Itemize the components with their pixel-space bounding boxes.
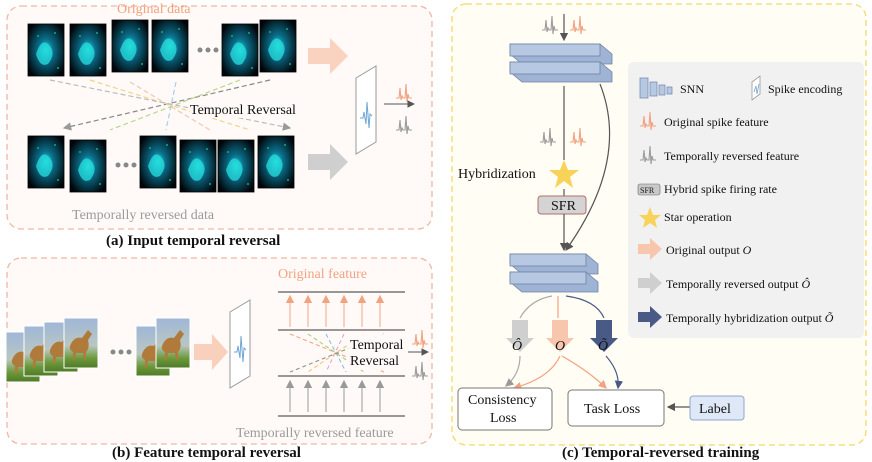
consistency-loss-label-2: Loss — [490, 411, 516, 426]
event-frame-icon — [151, 19, 189, 73]
task-loss-box — [567, 389, 665, 427]
caption-c: (c) Temporal-reversed training — [562, 445, 760, 461]
output-hat-label: Ô — [512, 337, 522, 354]
legend-original-output-symbol: O — [743, 243, 752, 257]
legend-reversed-output-text: Temporally reversed output — [666, 277, 801, 291]
original-feature-arrows — [285, 294, 385, 327]
label-box — [689, 395, 745, 421]
panel-c: Hybridization SFR Ô O Õ Consistency L — [451, 3, 867, 446]
image-input-arrow — [194, 334, 228, 370]
event-frame-icon — [69, 23, 107, 77]
spike-encoding-icon — [751, 75, 761, 101]
spike-encoding-icon — [229, 299, 251, 389]
legend-star-operation: Star operation — [664, 210, 732, 224]
legend-hybrid-rate: Hybrid spike firing rate — [664, 182, 777, 196]
task-loss-label: Task Loss — [584, 402, 640, 417]
original-data-title: Original data — [117, 2, 191, 17]
output-tilde-label: Õ — [598, 337, 608, 354]
caption-a: (a) Input temporal reversal — [106, 233, 280, 249]
snn-block-icon — [639, 77, 673, 99]
legend-original-output-text: Original output — [666, 243, 743, 257]
reversed-frames — [27, 135, 295, 193]
spike-encoding-icon — [355, 65, 377, 155]
event-frame-icon — [217, 139, 255, 193]
sfr-box — [537, 195, 587, 215]
event-frame-icon — [139, 135, 177, 189]
original-output-icon — [638, 238, 662, 260]
reversed-feature-arrows — [285, 379, 385, 412]
original-feature-title: Original feature — [278, 267, 367, 282]
event-frame-icon — [111, 19, 149, 73]
event-frame-icon — [221, 23, 259, 77]
sfr-badge — [637, 183, 661, 196]
horse-frames — [5, 317, 191, 383]
reversed-output-arrow — [506, 320, 534, 352]
legend-reversed-output: Temporally reversed output Ô — [666, 277, 810, 291]
original-frames — [27, 19, 297, 77]
horse-image-icon — [155, 317, 191, 369]
star-icon — [549, 160, 579, 188]
panel-a: Original data Temporal Reversal — [6, 2, 433, 230]
legend-reversed-feature: Temporally reversed feature — [664, 149, 799, 163]
event-frame-icon — [69, 139, 107, 193]
snn-block-bottom — [509, 253, 599, 293]
reversed-data-title: Temporally reversed data — [72, 208, 215, 223]
label-text: Label — [699, 402, 731, 417]
event-frame-icon — [179, 139, 217, 193]
legend-original-output: Original output O — [666, 243, 752, 257]
feature-temporal-label-1: Temporal — [350, 338, 404, 353]
hybridization-label: Hybridization — [458, 167, 536, 182]
consistency-loss-label-1: Consistency — [468, 393, 536, 408]
feature-temporal-label-2: Reversal — [350, 354, 399, 369]
snn-block-top — [509, 43, 613, 83]
panel-b: Original feature — [5, 257, 433, 445]
legend-hybrid-output-text: Temporally hybridization output — [666, 311, 825, 325]
legend-spike-encoding: Spike encoding — [768, 82, 842, 96]
hybrid-output-icon — [638, 306, 662, 328]
feature-layers — [278, 291, 405, 417]
legend-original-spike: Original spike feature — [664, 115, 769, 129]
reversal-arrows — [49, 79, 292, 131]
legend-hybrid-output-symbol: Õ — [825, 311, 834, 325]
legend-snn: SNN — [680, 82, 704, 96]
legend-reversed-output-symbol: Ô — [801, 277, 810, 291]
reversed-feature-title: Temporally reversed feature — [236, 426, 394, 441]
hybrid-output-arrow — [590, 320, 618, 352]
original-output-arrow — [546, 320, 574, 352]
legend-sfr-badge: SFR — [640, 186, 655, 195]
temporal-reversal-label: Temporal Reversal — [190, 103, 296, 118]
sfr-label: SFR — [551, 199, 577, 214]
event-frame-icon — [27, 135, 65, 189]
output-o-label: O — [555, 339, 565, 354]
star-icon — [639, 207, 661, 228]
reversed-input-arrow — [308, 144, 348, 180]
event-frame-icon — [259, 19, 297, 73]
reversed-output-icon — [638, 272, 662, 294]
legend: SNN Spike encoding Original spike featur… — [628, 62, 864, 338]
original-input-arrow — [308, 38, 348, 74]
consistency-loss-box — [457, 387, 553, 431]
event-frame-icon — [27, 23, 65, 77]
caption-b: (b) Feature temporal reversal — [112, 445, 301, 461]
horse-image-icon — [63, 317, 99, 369]
event-frame-icon — [257, 135, 295, 189]
legend-box — [628, 62, 864, 338]
legend-hybrid-output: Temporally hybridization output Õ — [666, 311, 834, 325]
